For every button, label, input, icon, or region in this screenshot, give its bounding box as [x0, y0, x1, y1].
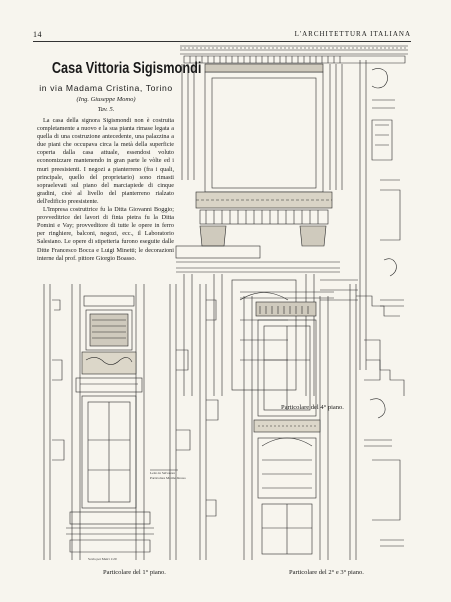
- svg-text:Particolare Marmo Rosso: Particolare Marmo Rosso: [150, 476, 186, 480]
- page-number: 14: [33, 30, 42, 39]
- article-paragraph: La casa della signora Sigismondi non è c…: [37, 117, 174, 205]
- drawing-1st-floor: Letto in Salvatore Particolare Marmo Ros…: [43, 284, 191, 561]
- figure-caption-2nd-3rd-floor: Particolare del 2° e 3° piano.: [289, 569, 364, 576]
- drawing-4th-floor: [175, 45, 408, 396]
- article-paragraph: L'Impresa costruttrice fu la Ditta Giova…: [37, 206, 174, 262]
- svg-text:Letto in Salvatore: Letto in Salvatore: [150, 471, 176, 475]
- header-rule: [33, 41, 411, 42]
- journal-title: L'ARCHITETTURA ITALIANA: [294, 30, 411, 38]
- article-body: La casa della signora Sigismondi non è c…: [37, 117, 174, 263]
- figure-caption-1st-floor: Particolare del 1° piano.: [103, 569, 166, 576]
- article-subtitle: in via Madama Cristina, Torino: [39, 83, 173, 93]
- drawing-2nd-3rd-floor: [199, 284, 404, 560]
- figure-caption-4th-floor: Particolare del 4° piano.: [281, 404, 344, 411]
- svg-text:Scala per Metri 1:20: Scala per Metri 1:20: [88, 557, 117, 561]
- article-author: (Ing. Giuseppe Momo): [76, 96, 136, 103]
- plate-reference: Tav. 5.: [97, 106, 115, 113]
